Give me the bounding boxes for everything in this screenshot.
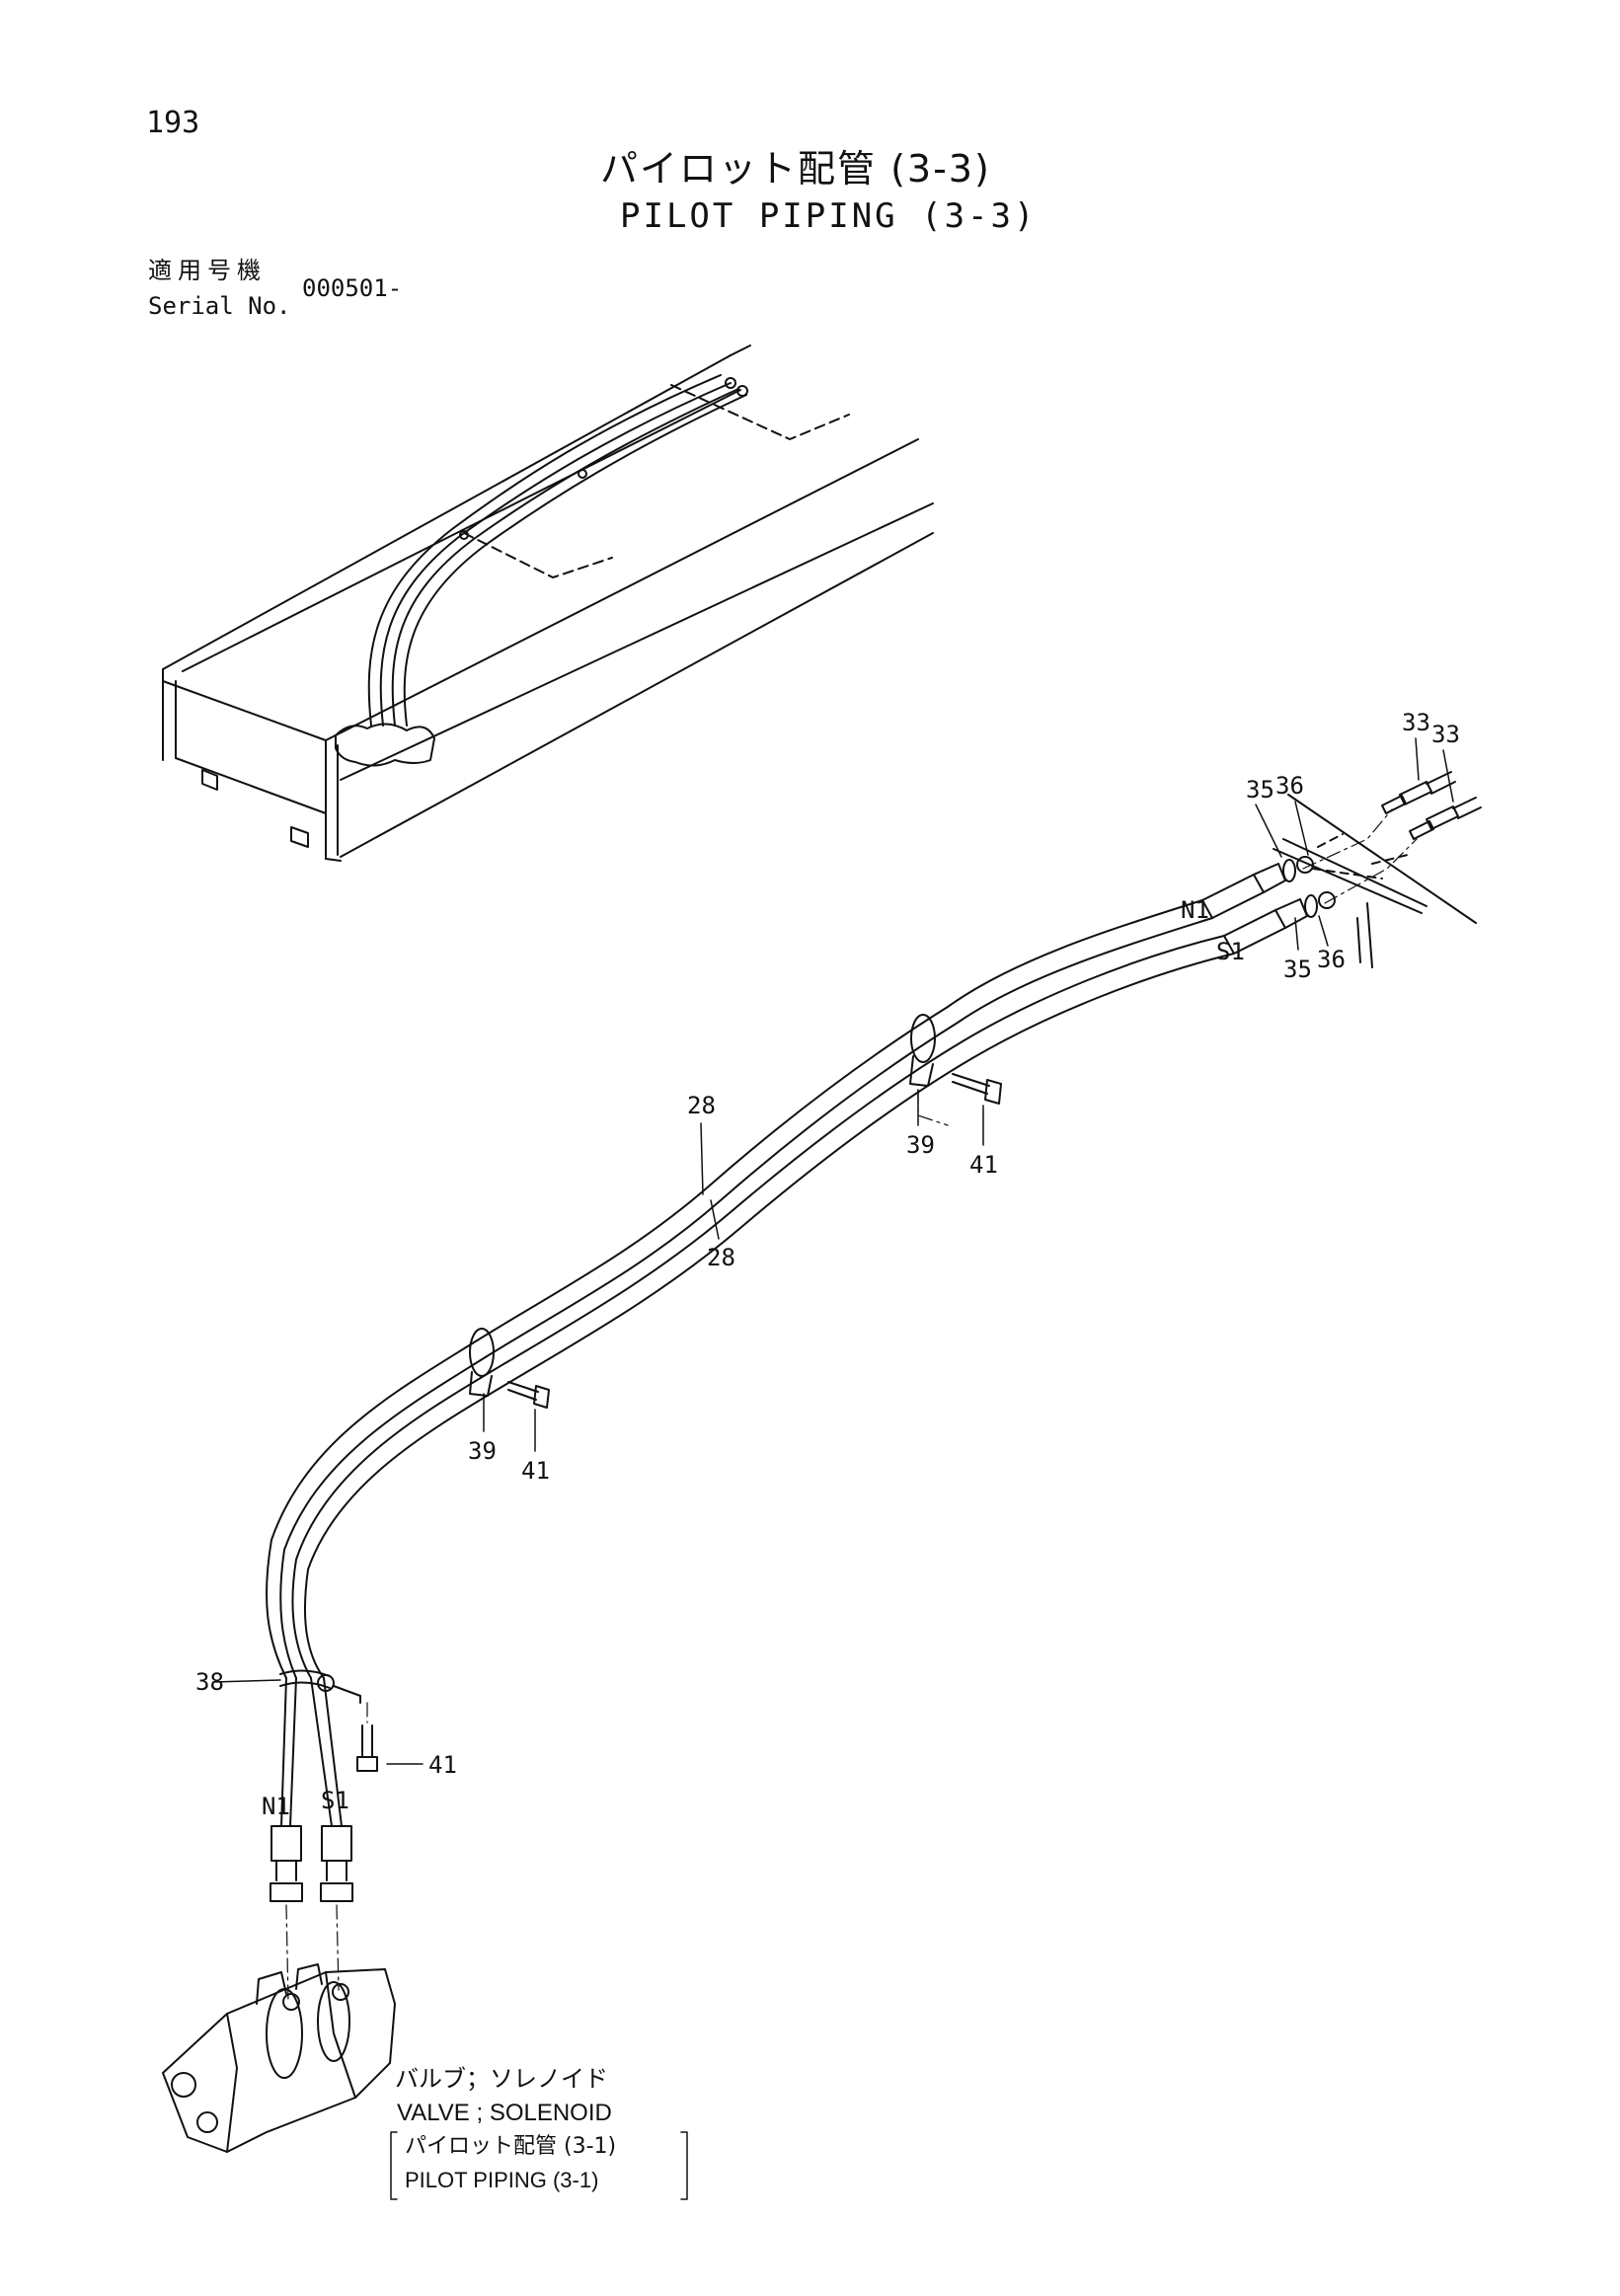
pilot-hoses	[266, 899, 1235, 1827]
leader-lines	[212, 737, 1454, 1765]
port-label-n1-lower: N1	[262, 1793, 290, 1820]
callout-39-a: 39	[906, 1131, 935, 1159]
boom-structure	[162, 344, 934, 862]
callout-28-b: 28	[707, 1244, 735, 1271]
bolt-41-middle	[507, 1381, 550, 1409]
callout-41-b: 41	[521, 1457, 550, 1485]
port-label-n1: N1	[1181, 896, 1209, 924]
callout-28-a: 28	[687, 1092, 716, 1119]
callout-41-a: 41	[969, 1151, 998, 1179]
serial-label: Serial No.	[148, 292, 291, 320]
callout-35-a: 35	[1246, 776, 1274, 804]
page-number: 193	[146, 106, 200, 140]
reference-japanese: パイロット配管 (3-1)	[405, 2134, 617, 2159]
callout-33-a: 33	[1402, 709, 1430, 736]
bolt-41-upper	[952, 1073, 1002, 1105]
valve-name: VALVE ; SOLENOID	[397, 2100, 612, 2126]
reference-page: PILOT PIPING (3-1)	[405, 2168, 599, 2192]
lower-fitting-n1	[270, 1825, 303, 1902]
callout-36-b: 36	[1317, 946, 1346, 973]
centerlines	[285, 808, 1418, 2003]
serial-number-value: 000501-	[302, 274, 403, 302]
valve-name-japanese: バルブ；ソレノイド	[395, 2065, 608, 2093]
callout-36-a: 36	[1275, 772, 1304, 800]
fitting-33-a	[1381, 771, 1456, 814]
lower-fitting-s1	[320, 1825, 353, 1902]
hose-end-n1	[1201, 856, 1314, 919]
callout-35-b: 35	[1283, 956, 1312, 983]
clamp-lower	[279, 1669, 361, 1704]
callout-38: 38	[195, 1668, 224, 1696]
serial-label-japanese: 適用号機	[148, 257, 267, 284]
port-label-s1: S1	[1216, 938, 1245, 965]
page-title: PILOT PIPING (3-3)	[620, 196, 1038, 236]
port-label-s1-lower: S1	[321, 1787, 349, 1814]
solenoid-valve	[162, 1963, 396, 2153]
callout-39-b: 39	[468, 1437, 497, 1465]
callout-41-c: 41	[428, 1751, 457, 1779]
clamp-middle	[469, 1328, 495, 1397]
callout-33-b: 33	[1431, 721, 1460, 748]
mounting-bracket	[1273, 794, 1477, 968]
note-brackets	[390, 2131, 688, 2200]
page-title-japanese: パイロット配管 (3-3)	[600, 147, 991, 191]
bolt-41-lower	[356, 1724, 378, 1772]
clamp-upper	[909, 1014, 936, 1087]
fitting-33-b	[1409, 797, 1482, 840]
